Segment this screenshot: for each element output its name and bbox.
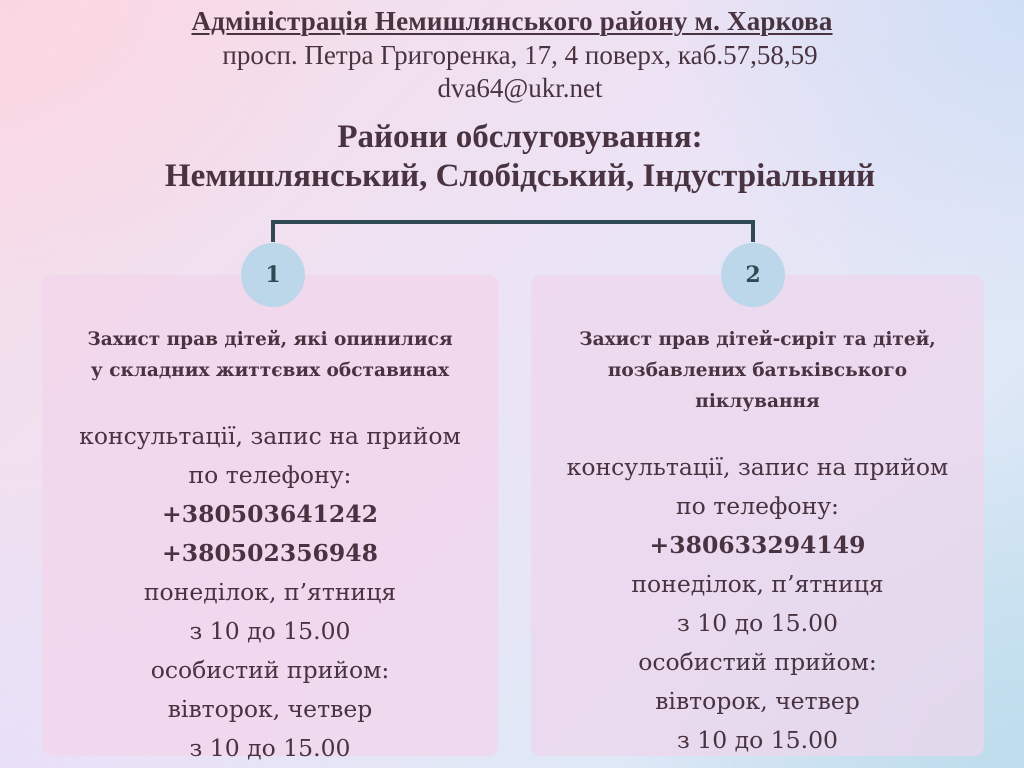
service-areas-list: Немишлянський, Слобідський, Індустріальн…: [164, 158, 876, 194]
personal-reception-days: вівторок, четвер: [167, 695, 373, 723]
organization-email[interactable]: dva64@ukr.net: [437, 73, 603, 103]
step-number-2-badge: 2: [721, 243, 785, 307]
phone-hours: з 10 до 15.00: [189, 617, 351, 645]
personal-reception-hours: з 10 до 15.00: [189, 734, 351, 762]
service-areas-heading: Райони обслуговування:: [337, 119, 703, 155]
panel-2-title-line: Захист прав дітей-сиріт та дітей,: [579, 329, 936, 350]
phone-number-link[interactable]: +380503641242: [162, 500, 378, 528]
panel-1-title-line: у складних життєвих обставинах: [90, 360, 450, 381]
consult-label-phone: по телефону:: [676, 492, 839, 520]
consult-label: консультації, запис на прийом: [566, 453, 949, 481]
personal-reception-hours: з 10 до 15.00: [676, 726, 839, 754]
phone-days: понеділок, п’ятниця: [631, 570, 884, 598]
panel-2-title-line: позбавлених батьківського: [607, 360, 908, 381]
connector-bracket: [271, 220, 755, 242]
personal-reception-label: особистий прийом:: [150, 656, 390, 684]
organization-address: просп. Петра Григоренка, 17, 4 поверх, к…: [222, 40, 818, 70]
panel-2-title-line: піклування: [695, 391, 820, 412]
phone-hours: з 10 до 15.00: [676, 609, 839, 637]
panel-1-body: консультації, запис на прийом по телефон…: [32, 417, 508, 768]
step-number-1-badge: 1: [241, 243, 305, 307]
personal-reception-label: особистий прийом:: [638, 648, 877, 676]
personal-reception-days: вівторок, четвер: [655, 687, 860, 715]
service-panel-1: Захист прав дітей, які опинилися у склад…: [42, 275, 498, 762]
organization-title: Адміністрація Немишлянського району м. Х…: [191, 6, 833, 36]
consult-label: консультації, запис на прийом: [79, 422, 461, 450]
consult-label-phone: по телефону:: [188, 461, 352, 489]
panel-1-title: Захист прав дітей, які опинилися у склад…: [42, 324, 498, 386]
phone-number-link[interactable]: +380633294149: [649, 531, 866, 559]
phone-days: понеділок, п’ятниця: [143, 578, 397, 606]
service-panel-2: Захист прав дітей-сиріт та дітей, позбав…: [531, 275, 984, 756]
phone-number-link[interactable]: +380502356948: [162, 539, 378, 567]
panel-2-body: консультації, запис на прийом по телефон…: [521, 448, 994, 760]
panel-1-title-line: Захист прав дітей, які опинилися: [87, 329, 453, 350]
panel-2-title: Захист прав дітей-сиріт та дітей, позбав…: [531, 324, 984, 417]
